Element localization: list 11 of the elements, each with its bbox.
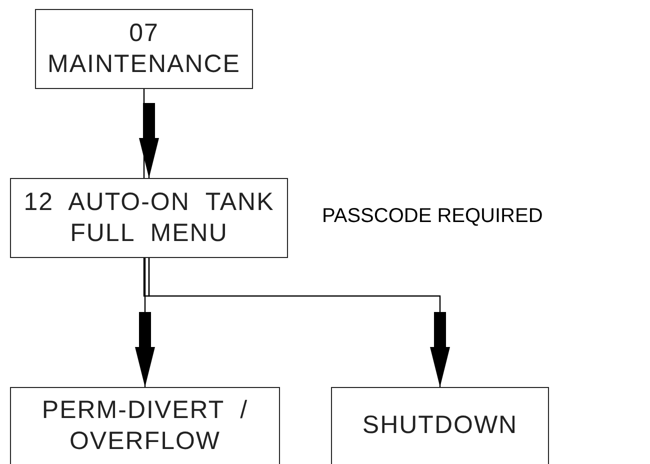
- menu-text: 07 MAINTENANCE: [46, 18, 242, 80]
- menu-text: SHUTDOWN: [362, 410, 518, 442]
- note-text: PASSCODE REQUIRED: [322, 205, 543, 228]
- menu-box: [35, 9, 253, 89]
- arrow: [135, 258, 155, 387]
- menu-box: [10, 387, 280, 464]
- arrow: [148, 258, 450, 387]
- menu-box: [10, 178, 288, 258]
- menu-text: 12 AUTO-ON TANK FULL MENU: [22, 186, 276, 249]
- menu-text: PERM-DIVERT / OVERFLOW: [40, 394, 250, 457]
- menu-box: [331, 387, 549, 464]
